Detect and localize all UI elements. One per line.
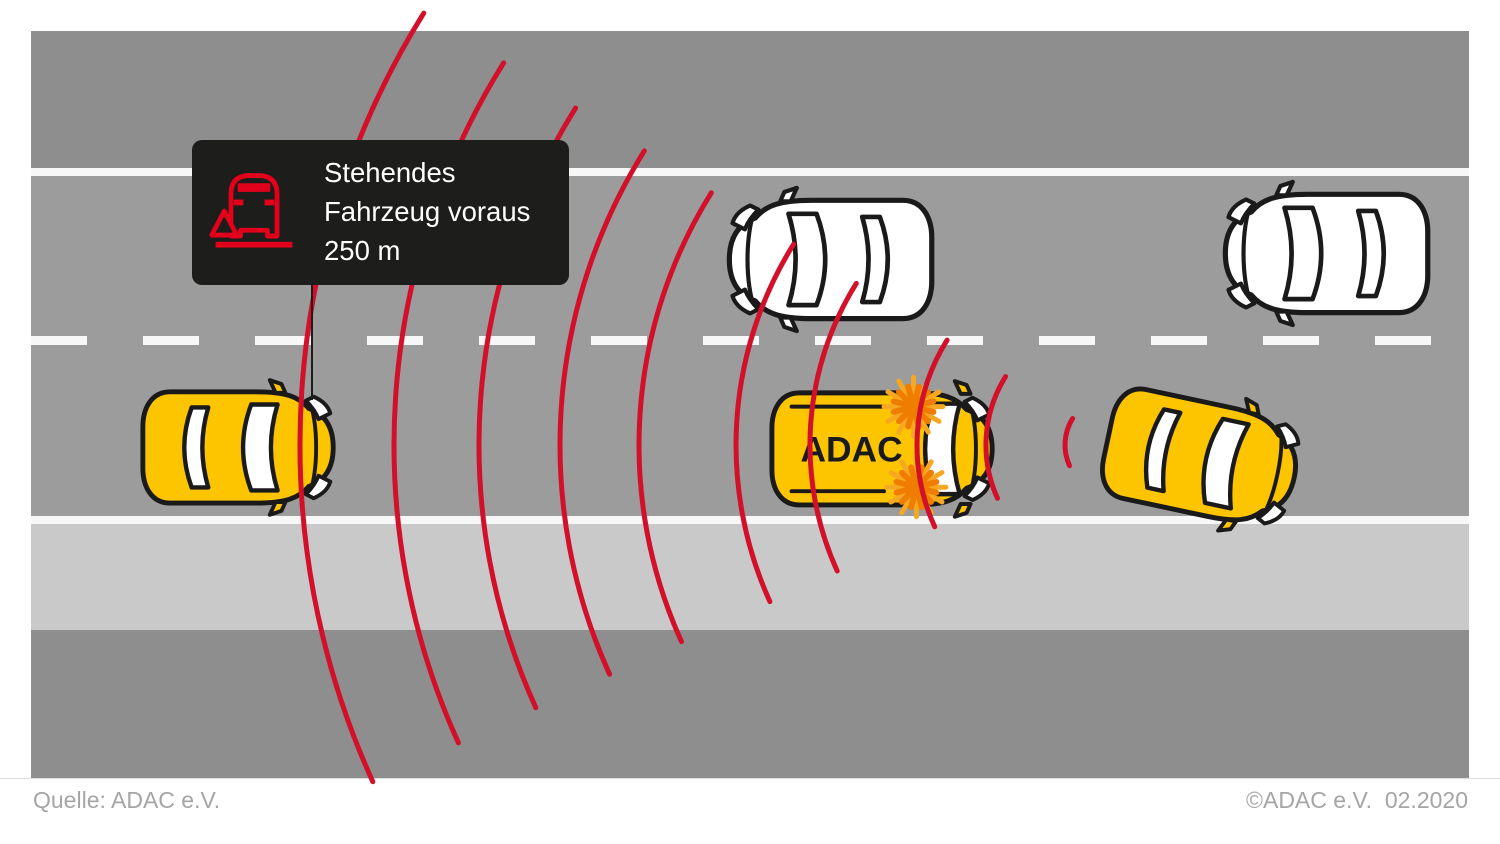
oncoming-car-1 — [720, 192, 938, 327]
footer-copyright: ©ADAC e.V. 02.2020 — [1246, 787, 1468, 813]
footer-divider — [0, 778, 1500, 779]
callout-text: Stehendes Fahrzeug voraus 250 m — [324, 153, 530, 285]
side-mirror — [952, 379, 973, 396]
adac-service-vehicle: ADAC — [769, 374, 995, 520]
callout-line-1: Stehendes — [324, 157, 456, 188]
stationary-vehicle-warning-icon — [209, 173, 293, 248]
headlight — [962, 395, 992, 423]
side-mirror — [952, 502, 973, 519]
lane-marking-solid-top — [31, 168, 1469, 176]
oncoming-car-2 — [1216, 186, 1434, 321]
callout-line-3: 250 m — [324, 235, 401, 266]
warning-callout: Stehendes Fahrzeug voraus 250 m — [192, 140, 569, 285]
receiving-car — [137, 384, 342, 511]
adac-vehicle-label: ADAC — [800, 431, 902, 470]
road-shoulder — [31, 524, 1469, 630]
footer-source: Quelle: ADAC e.V. — [33, 787, 221, 813]
lane-marking-dashed — [31, 336, 1469, 345]
headlight — [962, 475, 992, 503]
road-verge-bottom — [31, 630, 1469, 779]
callout-line-2: Fahrzeug voraus — [324, 196, 531, 227]
callout-pointer-line — [311, 284, 313, 400]
